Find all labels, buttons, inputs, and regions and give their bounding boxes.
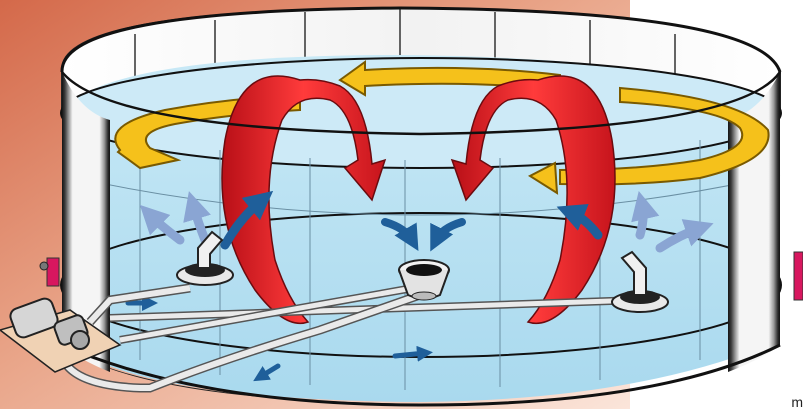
blue-flow-arrow [640, 205, 643, 235]
valve-handle-icon [40, 262, 48, 270]
blue-flow-arrow [395, 353, 425, 356]
side-flange-right [794, 252, 803, 300]
corner-text: m [791, 395, 803, 409]
